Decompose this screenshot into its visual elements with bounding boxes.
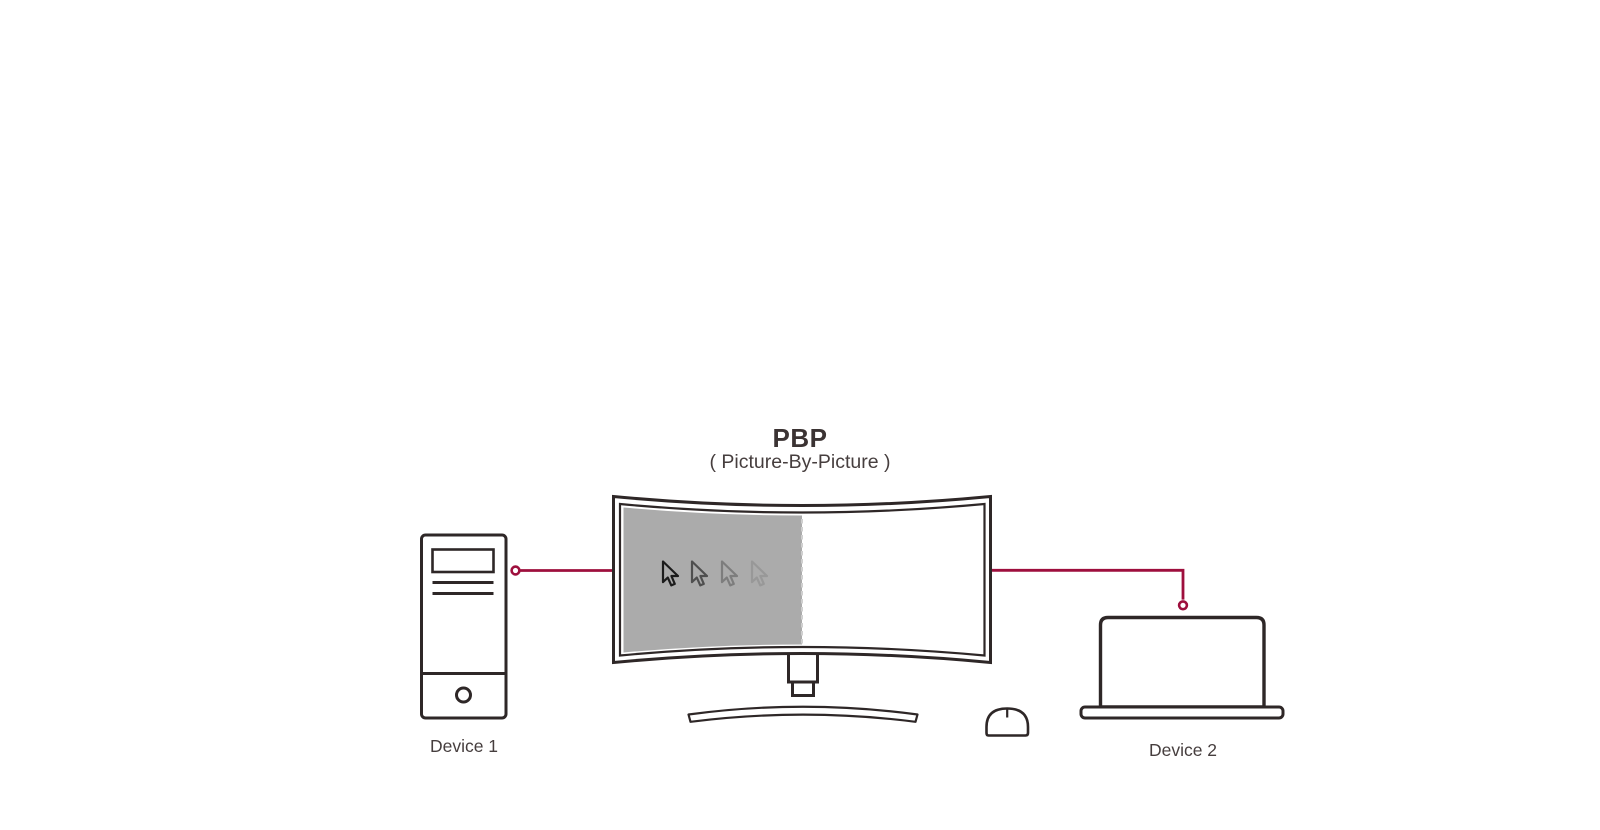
tower-drive-bay: [431, 548, 495, 574]
stand-neck-lower: [791, 680, 815, 697]
page-subtitle: ( Picture-By-Picture ): [709, 451, 891, 473]
desktop-tower-icon: [420, 533, 508, 720]
curved-monitor-icon: [612, 494, 992, 665]
pbp-left-pane: [623, 507, 802, 653]
laptop-icon: [1079, 615, 1285, 720]
connector-ring-device2: [1177, 600, 1189, 611]
mouse-icon: [985, 707, 1030, 737]
tower-power-button: [455, 686, 472, 704]
pointer-cursor-icon: [720, 560, 739, 587]
pointer-cursor-icon: [690, 560, 709, 587]
pointer-cursor-icon: [661, 560, 680, 587]
monitor-stand: [687, 648, 919, 723]
laptop-base: [1079, 705, 1285, 720]
cursor-trail: [661, 560, 769, 587]
pointer-cursor-icon: [750, 560, 769, 587]
device2-label: Device 2: [1148, 740, 1218, 760]
stand-base: [687, 705, 919, 723]
device1-label: Device 1: [429, 736, 499, 756]
laptop-screen: [1098, 615, 1266, 709]
page-title: PBP: [772, 423, 828, 453]
connector-ring-device1: [510, 565, 521, 576]
connection-device2: [988, 568, 1189, 611]
cable-device2: [988, 568, 1185, 600]
connection-device1: [510, 565, 616, 576]
